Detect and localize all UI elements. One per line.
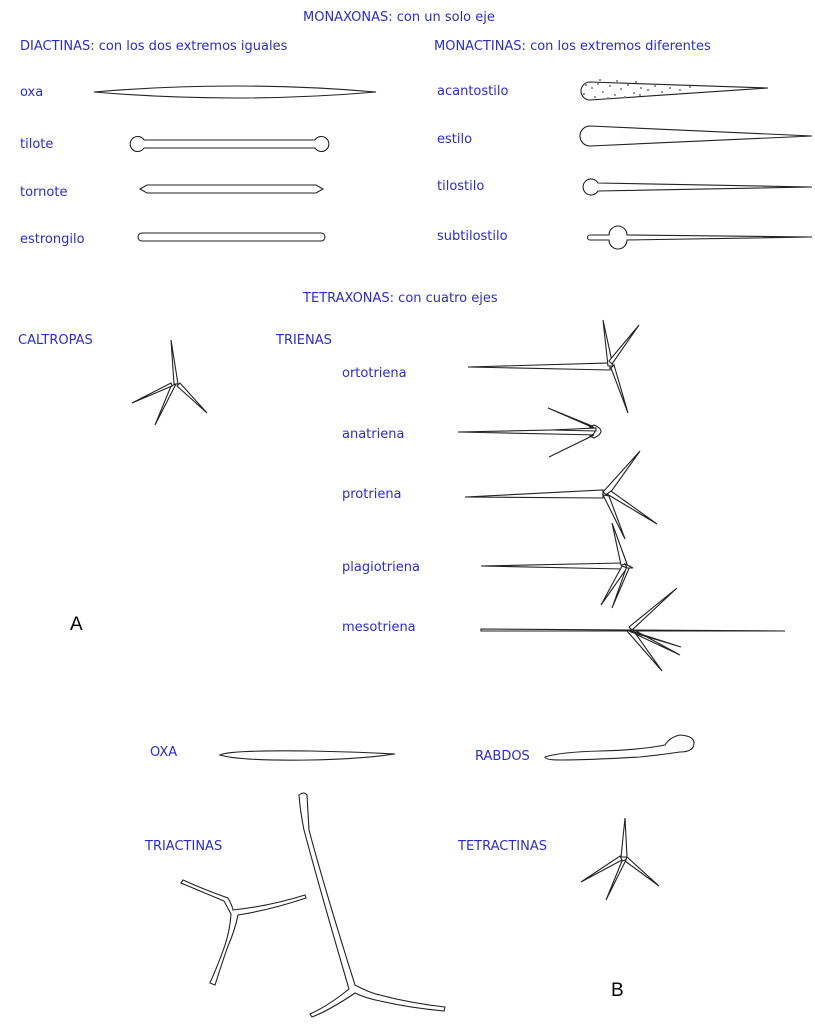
- acantostilo-spicule: [581, 82, 768, 100]
- estrongilo-spicule: [138, 233, 325, 241]
- mesotriena-spicule: [481, 588, 785, 671]
- rabdos-spicule: [545, 735, 694, 760]
- caltropas-spicule: [132, 340, 207, 425]
- subtilostilo-spicule: [588, 226, 813, 249]
- ortotriena-spicule: [468, 320, 639, 413]
- oxa-b-spicule: [220, 751, 395, 760]
- tilostilo-spicule: [583, 179, 812, 195]
- tilote-spicule: [130, 137, 329, 152]
- tornote-spicule: [140, 185, 323, 193]
- anatriena-spicule: [458, 408, 601, 457]
- oxa-spicule: [94, 86, 376, 98]
- plagiotriena-spicule: [481, 523, 633, 608]
- protriena-spicule: [465, 451, 657, 539]
- triactina-small-spicule: [181, 880, 306, 985]
- tetractinas-spicule: [581, 818, 659, 900]
- triactina-large-spicule: [299, 793, 445, 1017]
- estilo-spicule: [580, 126, 812, 146]
